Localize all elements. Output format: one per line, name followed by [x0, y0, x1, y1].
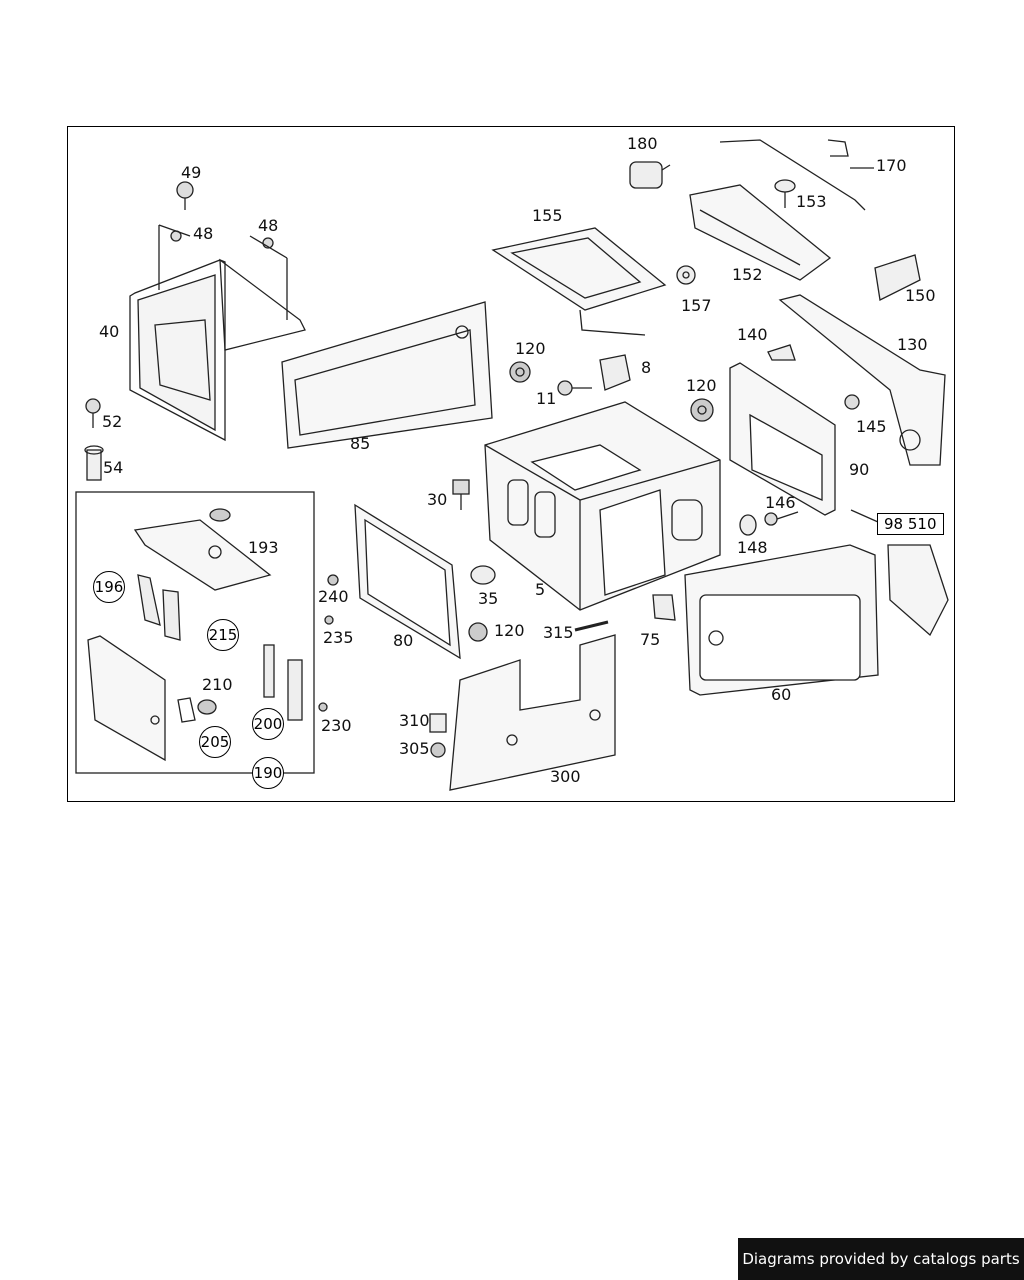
- screw-49: [176, 181, 194, 210]
- fastener-120a: [509, 361, 531, 383]
- clip-8: [599, 354, 631, 391]
- frame-5: [484, 401, 721, 611]
- label-120c: 120: [494, 621, 525, 640]
- label-146: 146: [765, 493, 796, 512]
- label-305: 305: [399, 739, 430, 758]
- label-120a: 120: [515, 339, 546, 358]
- label-170: 170: [876, 156, 907, 175]
- panel-90: [729, 362, 836, 516]
- label-300: 300: [550, 767, 581, 786]
- label-140: 140: [737, 325, 768, 344]
- fastener-120b: [690, 398, 714, 422]
- callout-215: 215: [207, 619, 239, 651]
- label-40: 40: [99, 322, 120, 341]
- label-145: 145: [856, 417, 887, 436]
- label-48a: 48: [193, 224, 214, 243]
- label-30: 30: [427, 490, 448, 509]
- screw-230: [318, 702, 328, 712]
- screw-240: [327, 574, 339, 586]
- diagram-frame: [67, 126, 955, 802]
- label-120b: 120: [686, 376, 717, 395]
- callout-98510: 98 510: [877, 513, 944, 535]
- panel-85: [281, 301, 493, 449]
- label-210: 210: [202, 675, 233, 694]
- bracket-40: [129, 258, 306, 442]
- rod-170: [719, 139, 874, 211]
- pin-315: [574, 620, 609, 632]
- callout-205: 205: [199, 726, 231, 758]
- label-80: 80: [393, 631, 414, 650]
- screw-11: [557, 380, 592, 396]
- label-49: 49: [181, 163, 202, 182]
- label-130: 130: [897, 335, 928, 354]
- nut-305: [430, 742, 446, 758]
- clip-153: [774, 179, 796, 208]
- plate-193: [133, 508, 272, 591]
- bolt-48a: [158, 224, 191, 290]
- knob-180: [629, 161, 671, 189]
- label-310: 310: [399, 711, 430, 730]
- tray-152: [689, 184, 832, 281]
- cover-60: [684, 544, 879, 696]
- lid-155: [491, 227, 667, 336]
- label-240: 240: [318, 587, 349, 606]
- clip-145: [844, 394, 860, 410]
- label-193: 193: [248, 538, 279, 557]
- footer-credit: Diagrams provided by catalogs parts: [738, 1238, 1024, 1280]
- label-90: 90: [849, 460, 870, 479]
- callout-200: 200: [252, 708, 284, 740]
- label-48b: 48: [258, 216, 279, 235]
- panel-300: [449, 634, 616, 791]
- bolt-30: [452, 479, 470, 510]
- label-54: 54: [103, 458, 124, 477]
- label-52: 52: [102, 412, 123, 431]
- bracket-196: [137, 574, 181, 641]
- label-11: 11: [536, 389, 557, 408]
- cover-panel: [87, 635, 166, 762]
- callout-190: 190: [252, 757, 284, 789]
- label-153: 153: [796, 192, 827, 211]
- rail-200: [263, 644, 303, 721]
- bracket-75: [652, 594, 676, 621]
- grommet-157: [676, 265, 696, 285]
- callout-196: 196: [93, 571, 125, 603]
- label-75: 75: [640, 630, 661, 649]
- label-235: 235: [323, 628, 354, 647]
- label-5: 5: [535, 580, 546, 599]
- bracket-150: [874, 254, 921, 301]
- clip-140: [767, 344, 796, 361]
- label-8: 8: [641, 358, 652, 377]
- frame-80: [354, 503, 461, 660]
- label-315: 315: [543, 623, 574, 642]
- lock-210: [177, 697, 217, 723]
- trim-130: [778, 294, 946, 466]
- label-152: 152: [732, 265, 763, 284]
- panel-98510: [850, 509, 949, 637]
- inset-box: [75, 491, 315, 774]
- label-180: 180: [627, 134, 658, 153]
- screw-52: [85, 398, 101, 428]
- sleeve-54: [84, 445, 104, 481]
- washer-148: [739, 514, 757, 536]
- grommet-35: [470, 565, 496, 585]
- screw-235: [324, 615, 334, 625]
- label-85: 85: [350, 434, 371, 453]
- label-157: 157: [681, 296, 712, 315]
- fastener-120c: [468, 622, 488, 642]
- label-230: 230: [321, 716, 352, 735]
- label-150: 150: [905, 286, 936, 305]
- label-148: 148: [737, 538, 768, 557]
- label-35: 35: [478, 589, 499, 608]
- screw-146: [764, 511, 799, 526]
- sleeve-310: [429, 713, 447, 733]
- bolt-48b: [249, 235, 288, 320]
- label-60: 60: [771, 685, 792, 704]
- label-155: 155: [532, 206, 563, 225]
